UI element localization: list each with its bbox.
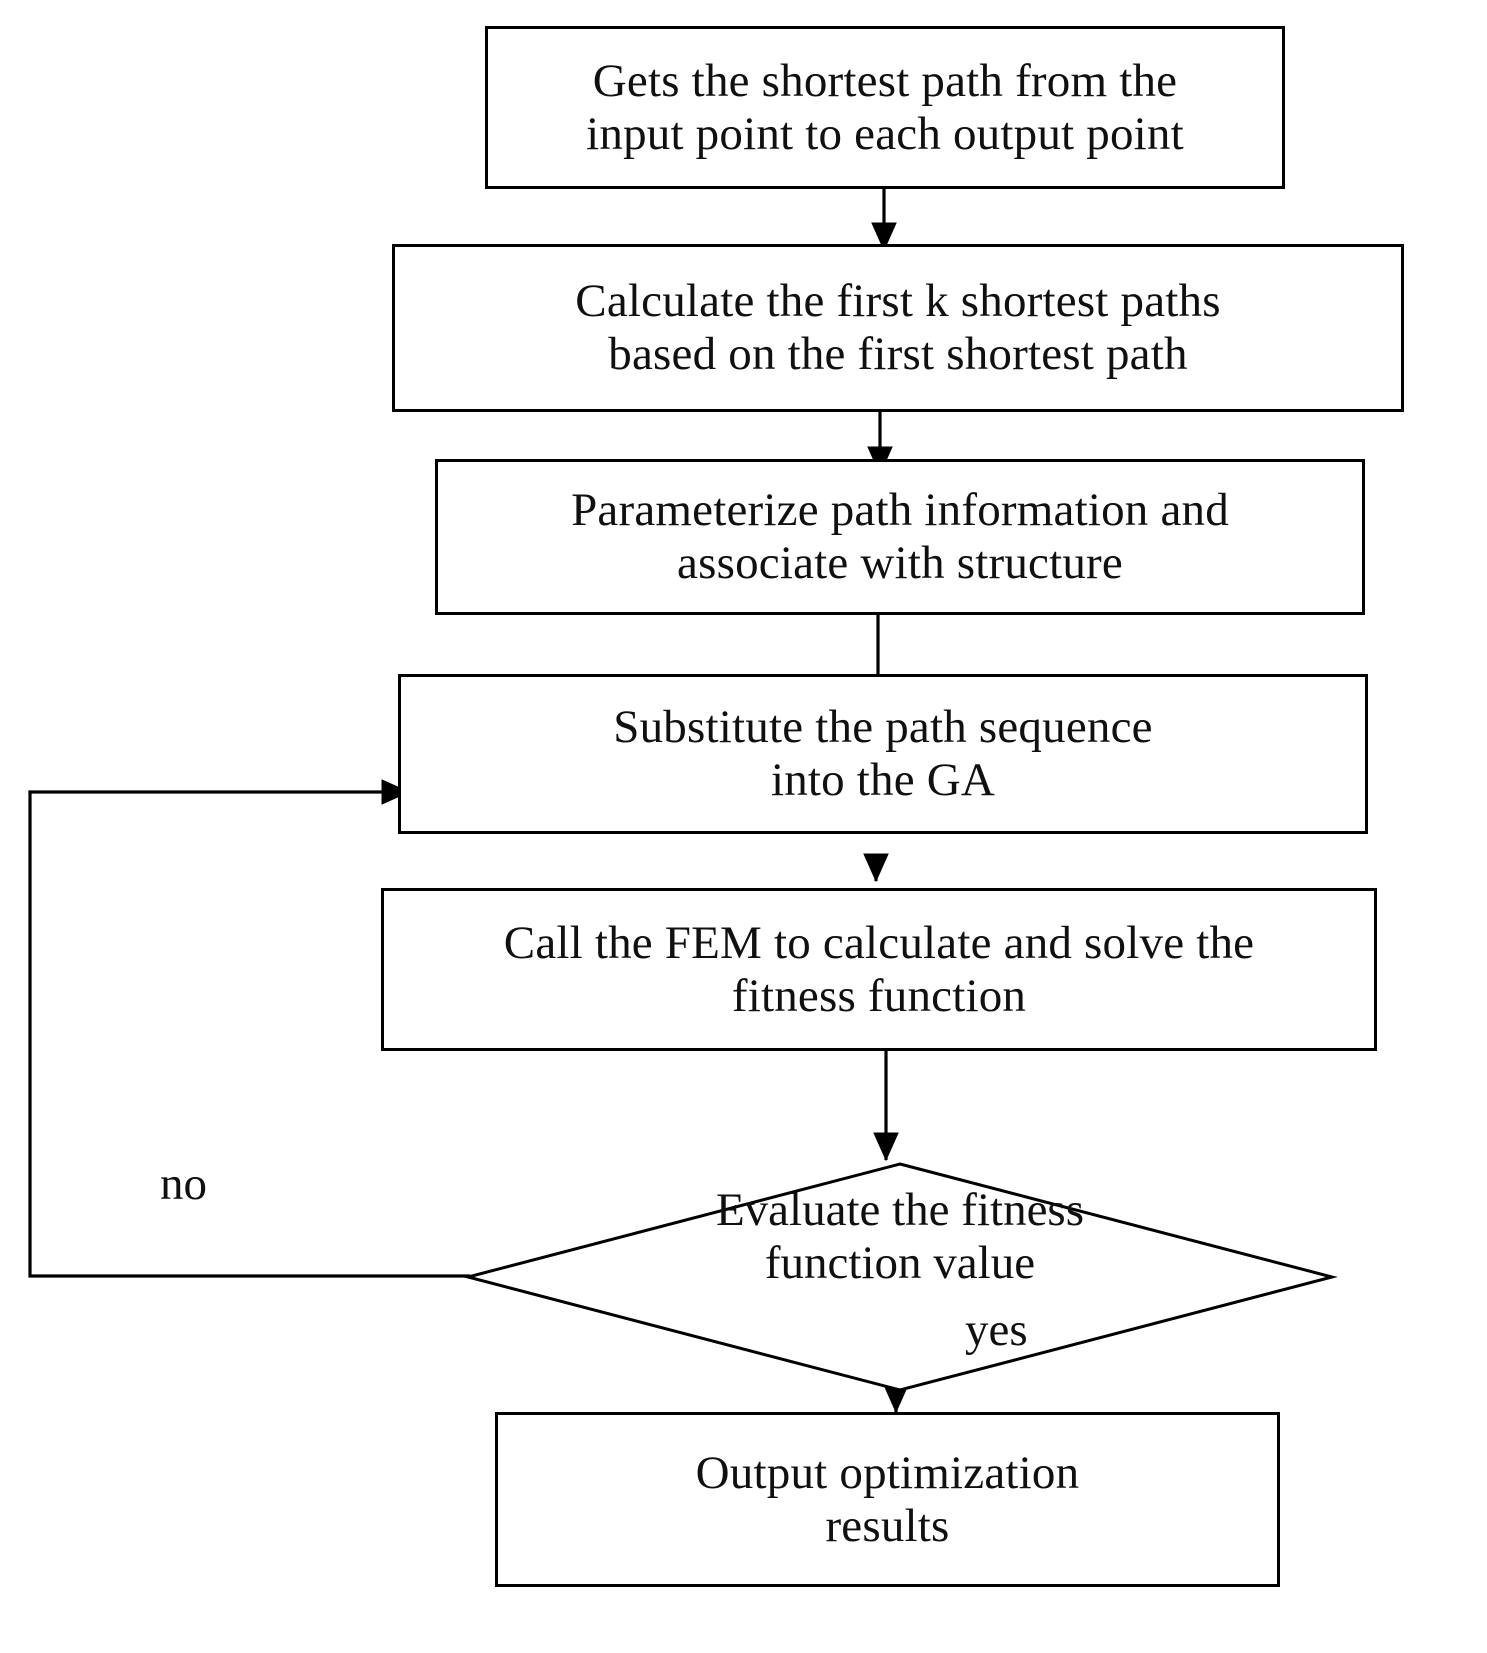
process-node-substitute-path-sequence[interactable]: Substitute the path sequence into the GA xyxy=(398,674,1368,834)
node-text: Evaluate the fitness function value xyxy=(715,1184,1085,1289)
decision-node-evaluate-fitness[interactable]: Evaluate the fitness function value xyxy=(462,1162,1338,1392)
node-text: Call the FEM to calculate and solve the … xyxy=(503,916,1255,1022)
node-text: Parameterize path information and associ… xyxy=(571,484,1229,589)
process-node-gets-shortest-path[interactable]: Gets the shortest path from the input po… xyxy=(485,26,1285,189)
process-node-parameterize-path-information[interactable]: Parameterize path information and associ… xyxy=(435,459,1365,615)
node-text: Substitute the path sequence into the GA xyxy=(613,701,1153,806)
process-node-calculate-k-shortest-paths[interactable]: Calculate the first k shortest paths bas… xyxy=(392,244,1404,412)
edge-label-no: no xyxy=(160,1158,207,1210)
process-node-call-fem-fitness-function[interactable]: Call the FEM to calculate and solve the … xyxy=(381,888,1377,1051)
diamond-shape xyxy=(462,1162,1338,1392)
edge-label-yes: yes xyxy=(965,1304,1028,1356)
node-text: Calculate the first k shortest paths bas… xyxy=(575,275,1221,380)
process-node-output-optimization-results[interactable]: Output optimization results xyxy=(495,1412,1280,1587)
node-text: Output optimization results xyxy=(695,1446,1080,1552)
node-text: Gets the shortest path from the input po… xyxy=(586,54,1184,160)
